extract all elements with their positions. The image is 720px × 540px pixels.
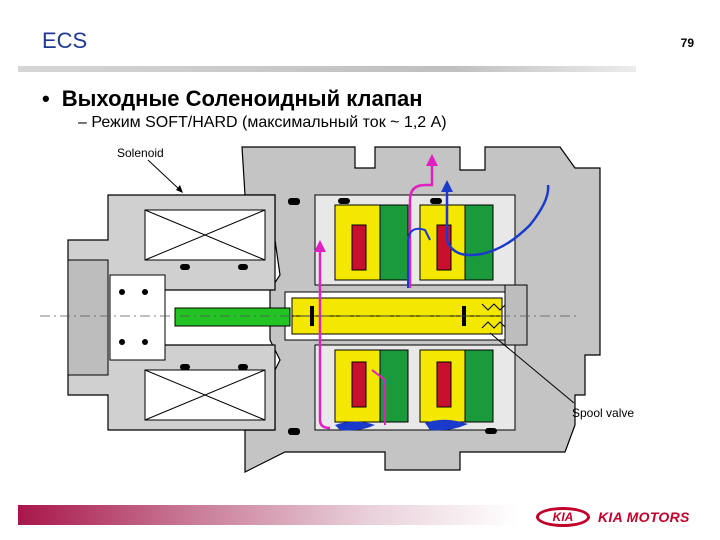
flow-magenta-up-arrow [426, 154, 438, 166]
lower-valve-left [334, 349, 409, 423]
dash-icon: – [78, 114, 92, 131]
flow-blue-center [407, 227, 431, 288]
header-rule [18, 66, 636, 72]
bullet-dot-icon: • [42, 86, 50, 111]
slide-title: ECS [42, 28, 88, 53]
upper-valve-left [334, 204, 409, 281]
lower-coil [144, 369, 266, 421]
lower-valve-right [419, 349, 494, 423]
solenoid-label: Solenoid [117, 146, 164, 160]
sub-bullet: – Режим SOFT/HARD (максимальный ток ~ 1,… [78, 114, 447, 132]
footer-rule [18, 505, 518, 525]
flow-blue-bottom-left [335, 421, 375, 431]
kia-logo-mark: KIA [536, 507, 590, 527]
page-number: 79 [680, 36, 694, 50]
solenoid-leader-arrow [176, 185, 183, 193]
end-cap [504, 284, 528, 346]
solenoid-leader [147, 159, 181, 191]
sub-bullet-text: Режим SOFT/HARD (максимальный ток ~ 1,2 … [91, 114, 447, 131]
flow-magenta-inner [371, 369, 386, 425]
core-balls [119, 289, 148, 345]
bullet-text: Выходные Соленоидный клапан [61, 86, 423, 111]
upper-valve-right [419, 204, 494, 281]
spool-valve-label: Spool valve [572, 406, 635, 420]
flow-magenta-left-arrow [314, 240, 326, 252]
bullet-heading: • Выходные Соленоидный клапан [42, 86, 423, 112]
flow-blue-bottom-right [425, 419, 468, 431]
kia-logo: KIA KIA MOTORS [536, 505, 690, 529]
kia-logo-text: KIA MOTORS [598, 509, 690, 525]
flow-blue-up-arrow [441, 180, 453, 192]
upper-coil [144, 209, 266, 261]
plunger [174, 307, 291, 327]
flow-magenta-up [408, 160, 434, 288]
end-plug [67, 259, 109, 376]
flow-magenta-left [318, 245, 331, 430]
spool-leader [489, 332, 575, 404]
core-frame [109, 274, 166, 361]
o-ring-seals [180, 198, 497, 435]
